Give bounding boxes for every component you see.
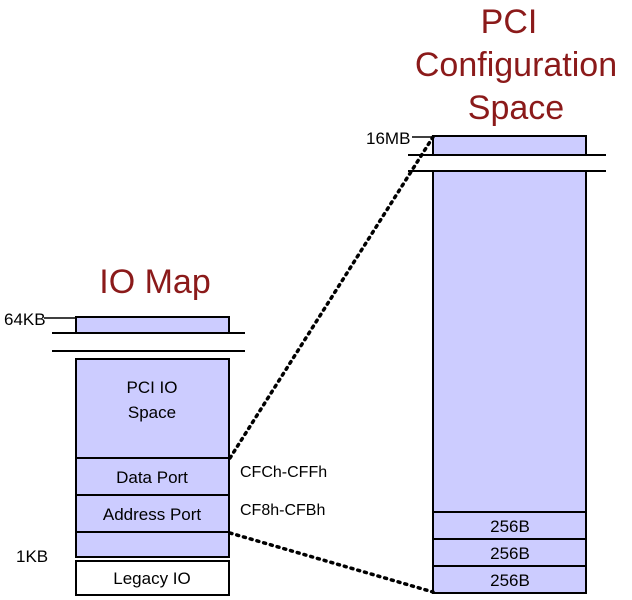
pci-config-top-label: 16MB bbox=[366, 129, 410, 148]
io-map-legacy-io bbox=[75, 560, 230, 596]
dotted-connector-lower bbox=[228, 531, 435, 594]
pci-config-block-3-label: 256B bbox=[490, 571, 530, 590]
io-map-pci-io-space bbox=[75, 358, 230, 459]
io-map-legacy-io-label: Legacy IO bbox=[113, 569, 191, 588]
io-map-pci-io-label-line2: Space bbox=[128, 403, 176, 422]
pci-config-block-1-label: 256B bbox=[490, 517, 530, 536]
dotted-connector-upper bbox=[228, 135, 435, 460]
pci-config-block-3 bbox=[432, 565, 587, 594]
data-port-range: CFCh-CFFh bbox=[240, 464, 327, 481]
pci-config-top-segment bbox=[432, 135, 587, 156]
pci-title-line1: PCI bbox=[481, 3, 538, 41]
io-map-title: IO Map bbox=[99, 263, 210, 301]
pci-config-column: 16MB 256B 256B 256B bbox=[366, 129, 606, 594]
io-map-top-segment bbox=[75, 316, 230, 334]
io-map-address-port-label: Address Port bbox=[103, 505, 202, 524]
pci-config-body bbox=[432, 170, 587, 513]
pci-config-block-2-label: 256B bbox=[490, 544, 530, 563]
address-port-range: CF8h-CFBh bbox=[240, 502, 325, 519]
io-map-top-label: 64KB bbox=[4, 310, 46, 329]
pci-title-line3: Space bbox=[468, 89, 564, 127]
io-map-pci-io-label-line1: PCI IO bbox=[126, 378, 177, 397]
io-map-gap-block bbox=[75, 531, 230, 558]
io-map-bottom-label: 1KB bbox=[16, 547, 48, 566]
io-map-column: 64KB 1KB PCI IO Space Data Port Address … bbox=[4, 310, 327, 596]
pci-title-line2: Configuration bbox=[415, 46, 617, 84]
io-map-data-port-label: Data Port bbox=[116, 468, 188, 487]
